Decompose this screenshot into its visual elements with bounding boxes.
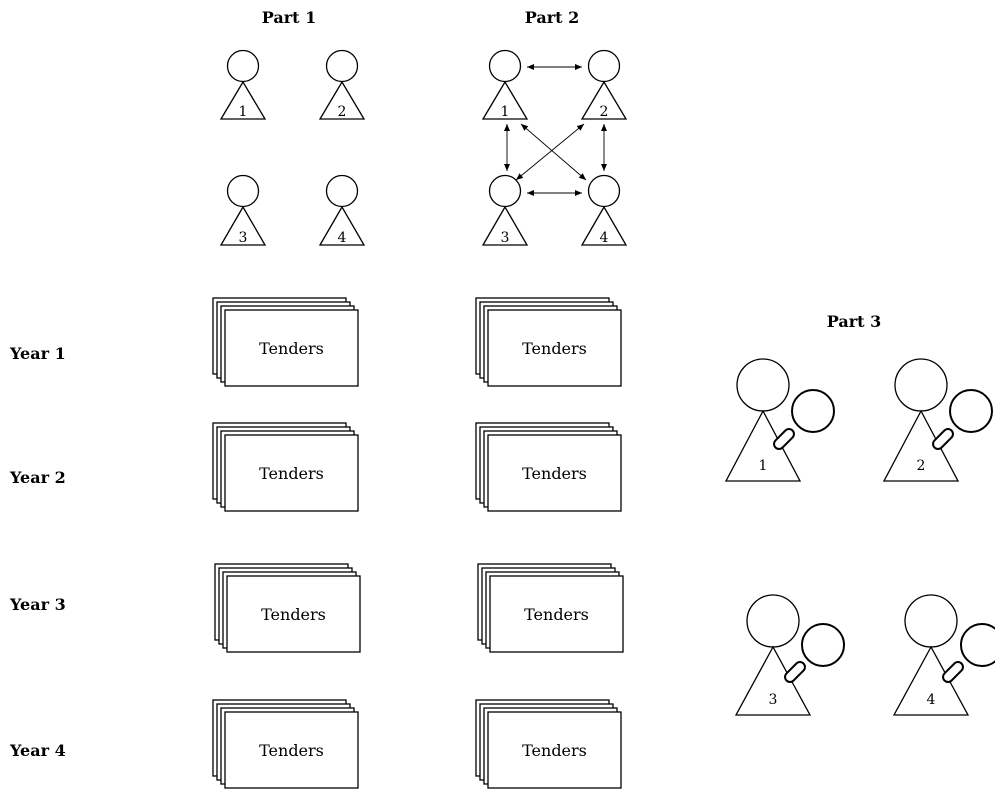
magnifying-glass-icon — [942, 623, 995, 683]
part3-agent-1: 1 — [724, 358, 835, 482]
part2-title: Part 2 — [525, 8, 580, 27]
year-label-2: Year 2 — [9, 468, 66, 487]
tender-sheet — [487, 309, 622, 387]
agent-number: 2 — [600, 104, 609, 120]
agent-number: 4 — [927, 692, 936, 708]
arrow-1-4 — [520, 123, 587, 181]
part3-agents: 1 2 3 4 — [724, 358, 995, 716]
tender-stack-part1-year1: Tenders — [212, 297, 359, 387]
magnifying-glass-icon — [932, 389, 993, 450]
part2-agent-4: 4 — [580, 174, 628, 246]
part3-agent-2: 2 — [882, 358, 993, 482]
arrow-2-3 — [515, 123, 585, 181]
agent-number: 1 — [501, 104, 510, 120]
tender-stack-part2-year4: Tenders — [475, 699, 622, 789]
tender-label: Tenders — [522, 339, 587, 358]
agent-number: 1 — [759, 458, 768, 474]
tender-stack-part1-year2: Tenders — [212, 422, 359, 512]
agent-number: 1 — [239, 104, 248, 120]
part1-agent-3: 3 — [219, 174, 267, 246]
tender-sheet — [487, 434, 622, 512]
tender-label: Tenders — [522, 464, 587, 483]
communication-arrows — [504, 64, 607, 196]
tender-sheet — [224, 309, 359, 387]
part3-agent-3: 3 — [734, 594, 845, 716]
agent-number: 4 — [600, 230, 609, 246]
part3-title: Part 3 — [827, 312, 882, 331]
tender-sheet — [226, 575, 361, 653]
agent-number: 4 — [338, 230, 347, 246]
tender-label: Tenders — [261, 605, 326, 624]
tender-label: Tenders — [259, 339, 324, 358]
part1-agent-1: 1 — [219, 49, 267, 120]
tender-sheet — [489, 575, 624, 653]
tender-sheet — [224, 434, 359, 512]
part1-title: Part 1 — [262, 8, 317, 27]
part2-agent-1: 1 — [481, 49, 529, 120]
tender-label: Tenders — [259, 464, 324, 483]
tender-stack-part2-year2: Tenders — [475, 422, 622, 512]
part2-agents: 1 2 3 4 — [481, 49, 628, 246]
agent-number: 3 — [501, 230, 510, 246]
year-label-1: Year 1 — [9, 344, 66, 363]
magnifying-glass-icon — [784, 623, 845, 683]
tender-label: Tenders — [259, 741, 324, 760]
tender-label: Tenders — [524, 605, 589, 624]
agent-number: 3 — [239, 230, 248, 246]
tender-stack-part1-year4: Tenders — [212, 699, 359, 789]
part1-agents: 1 2 3 4 — [219, 49, 366, 246]
agent-number: 2 — [338, 104, 347, 120]
agent-number: 2 — [917, 458, 926, 474]
year-label-3: Year 3 — [9, 595, 66, 614]
part2-agent-2: 2 — [580, 49, 628, 120]
tender-stack-part1-year3: Tenders — [214, 563, 361, 653]
tender-sheet — [487, 711, 622, 789]
tender-sheet — [224, 711, 359, 789]
part1-agent-2: 2 — [318, 49, 366, 120]
magnifying-glass-icon — [773, 389, 835, 450]
agent-number: 3 — [769, 692, 778, 708]
part3-agent-4: 4 — [892, 594, 995, 716]
part1-agent-4: 4 — [318, 174, 366, 246]
tender-stack-part2-year3: Tenders — [477, 563, 624, 653]
year-label-4: Year 4 — [9, 741, 66, 760]
tender-label: Tenders — [522, 741, 587, 760]
part2-agent-3: 3 — [481, 174, 529, 246]
tender-stack-part2-year1: Tenders — [475, 297, 622, 387]
